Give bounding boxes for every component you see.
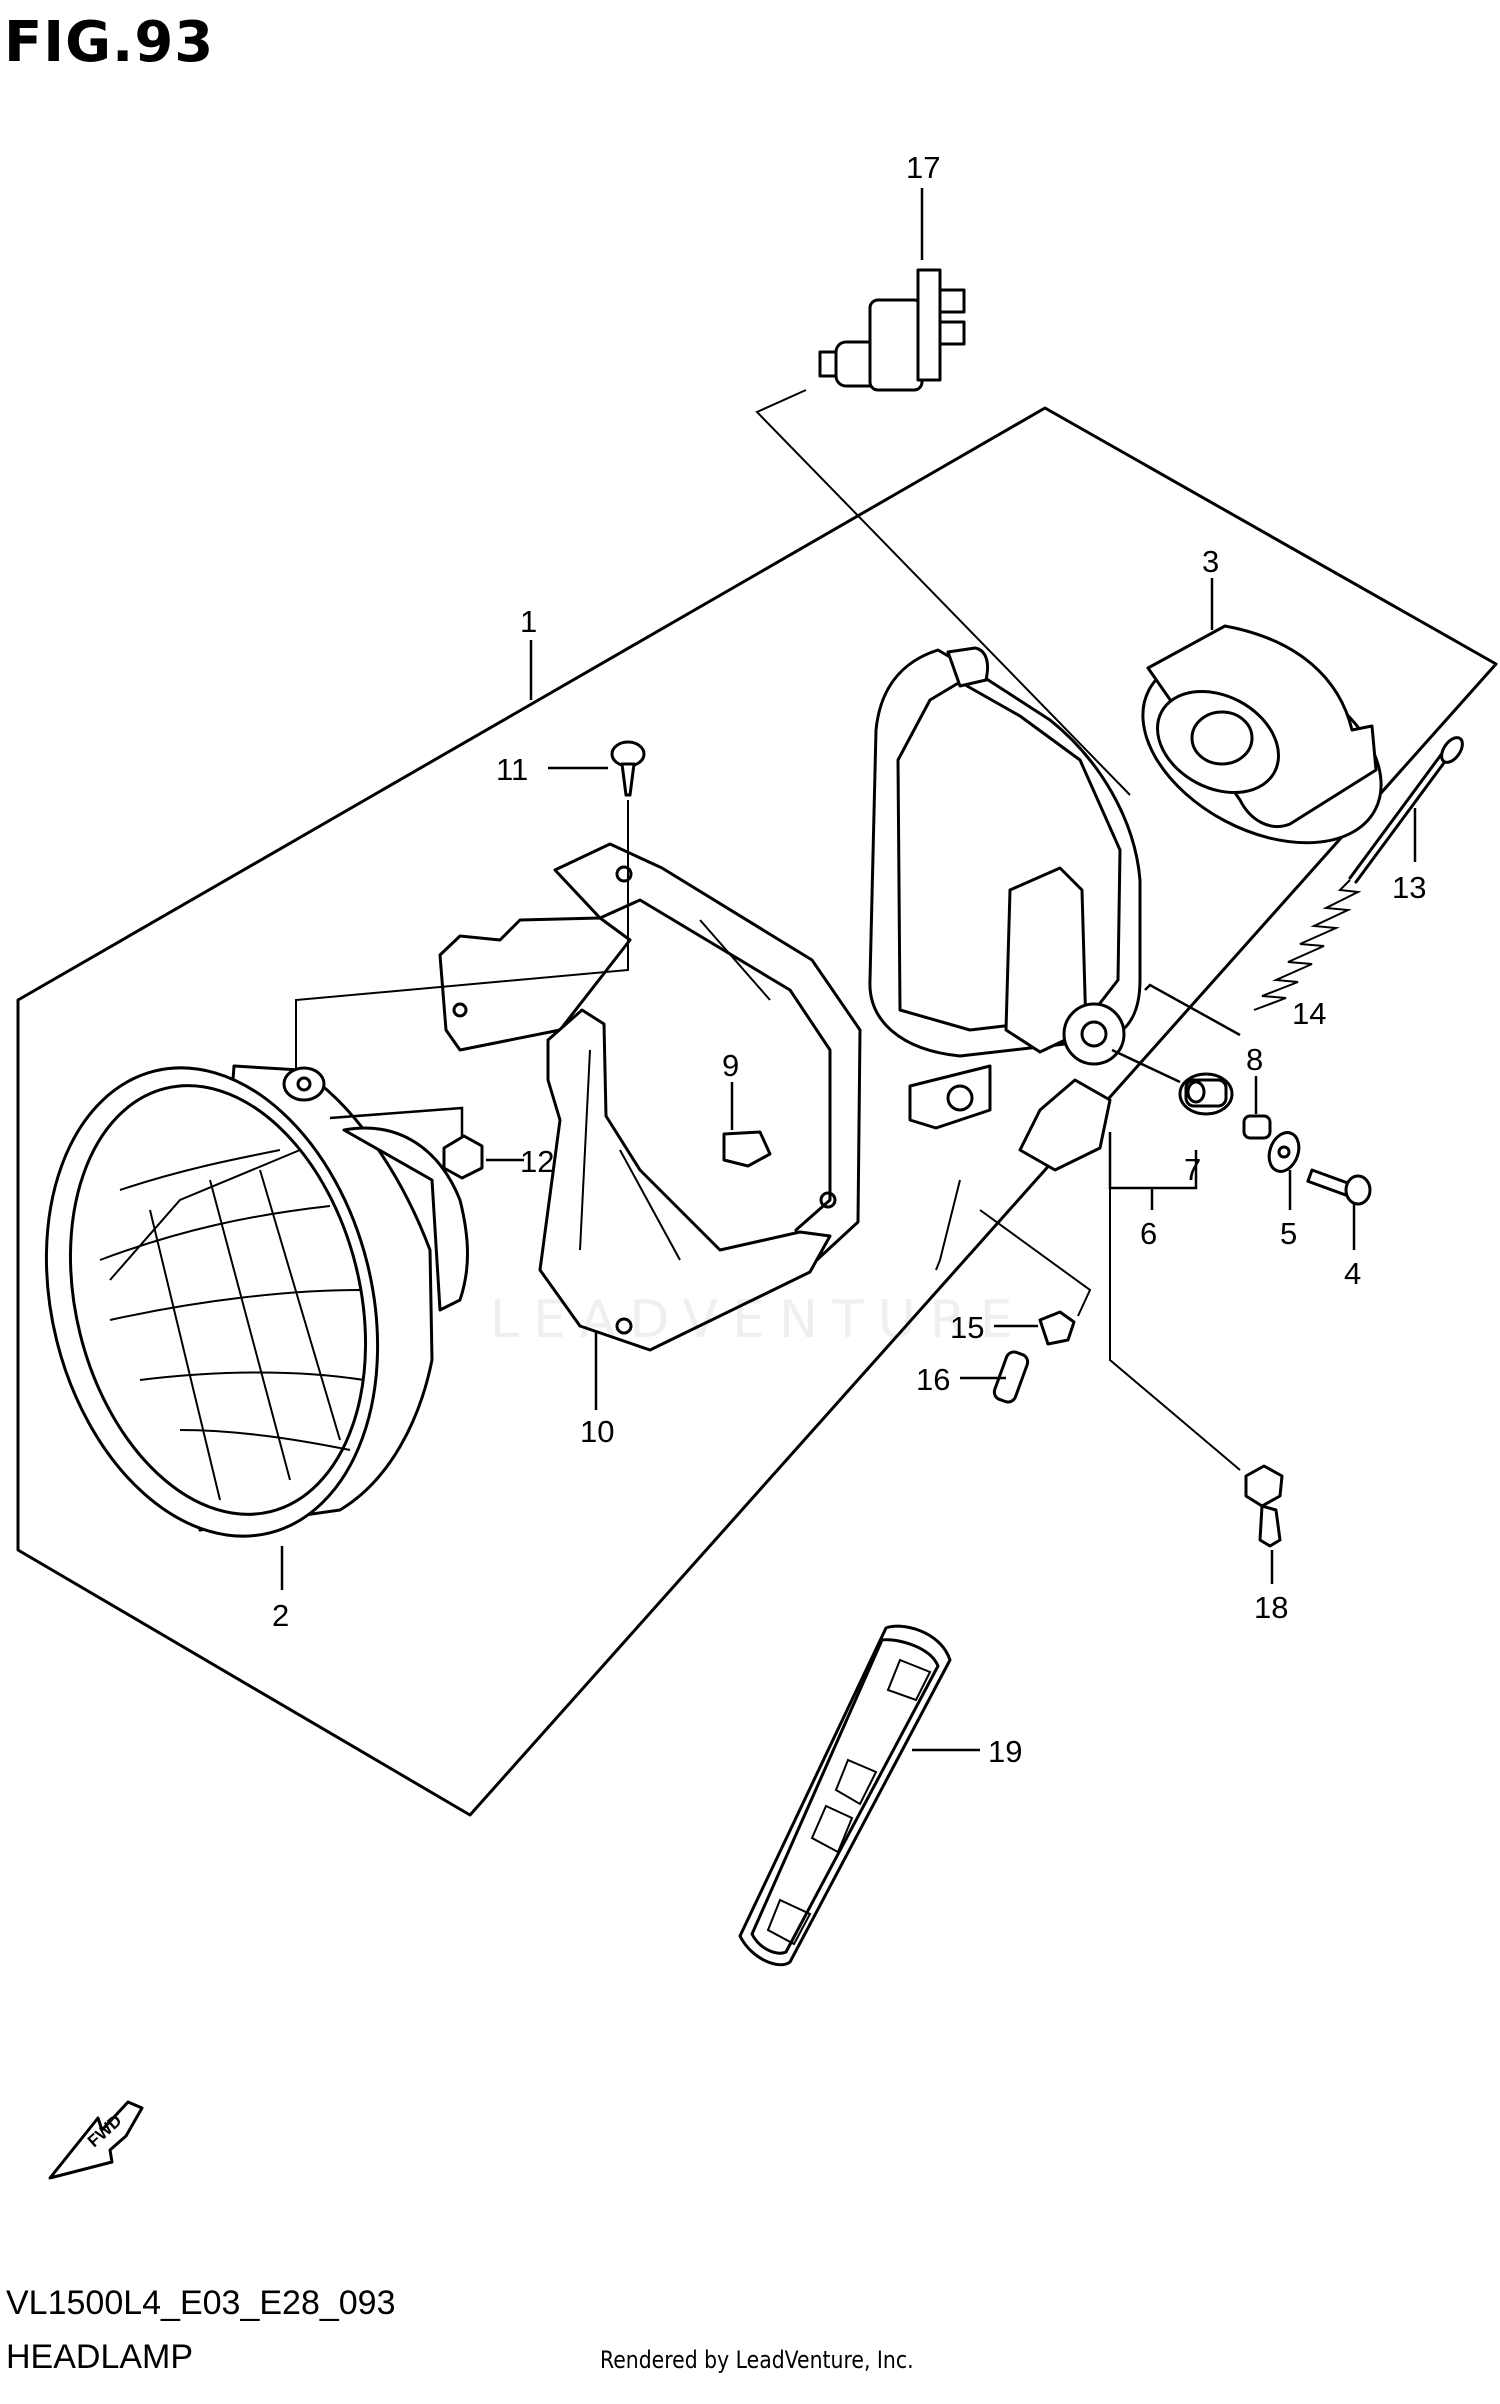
figure-name: HEADLAMP (6, 2338, 194, 2376)
callout-15: 15 (950, 1310, 984, 1345)
callout-13: 13 (1392, 870, 1426, 905)
adjusting-screw (1348, 736, 1464, 884)
callout-2: 2 (272, 1598, 289, 1633)
collar-16 (992, 1350, 1030, 1404)
headlamp-bracket (438, 842, 862, 1352)
leader-14 (1144, 983, 1241, 1037)
leader-bulb-to-reflector (755, 389, 1131, 796)
callout-6: 6 (1140, 1216, 1157, 1251)
leader-bracket-to-lamp (295, 800, 629, 1090)
callout-labels: 1 2 3 4 5 6 7 8 9 10 11 12 13 14 15 16 1… (272, 150, 1426, 1769)
callout-14: 14 (1292, 996, 1326, 1031)
spring (1253, 879, 1362, 1011)
figure-code: VL1500L4_E03_E28_093 (6, 2284, 396, 2322)
cushion-7 (1178, 1072, 1234, 1116)
callout-3: 3 (1202, 544, 1219, 579)
leader-mount-path (935, 1179, 961, 1271)
callout-17: 17 (906, 150, 940, 185)
leader-grommet-path (979, 1209, 1092, 1317)
callout-5: 5 (1280, 1216, 1297, 1251)
headlamp-housing-frame (868, 646, 1142, 1172)
callout-18: 18 (1254, 1590, 1288, 1625)
dust-cover (1141, 624, 1383, 845)
side-reflector (738, 1624, 952, 1967)
callout-1: 1 (520, 604, 537, 639)
washer-5 (1267, 1131, 1301, 1173)
callout-10: 10 (580, 1414, 614, 1449)
callout-7: 7 (1184, 1152, 1201, 1187)
assembly-outline (16, 406, 1498, 1817)
bracket-clip (722, 1130, 772, 1168)
collar-8 (1242, 1114, 1272, 1140)
bolt-18 (1244, 1464, 1284, 1548)
fwd-arrow: FWD (48, 2100, 144, 2180)
rendered-by: Rendered by LeadVenture, Inc. (600, 2346, 914, 2374)
bolt-4 (1306, 1168, 1372, 1206)
nut-12 (442, 1134, 484, 1180)
callout-12: 12 (520, 1144, 554, 1179)
leader-to-7 (1111, 1048, 1181, 1084)
watermark: LEADVENTURE (490, 1290, 1027, 1350)
callout-19: 19 (988, 1734, 1022, 1769)
headlamp-bulb (818, 268, 966, 392)
headlamp-unit (44, 1064, 469, 1538)
callout-16: 16 (916, 1362, 950, 1397)
callout-11: 11 (496, 752, 528, 787)
leader-12 (329, 1106, 464, 1136)
callout-9: 9 (722, 1048, 739, 1083)
callout-8: 8 (1246, 1042, 1263, 1077)
grommet-15 (1038, 1310, 1076, 1346)
leader-18-path (1109, 1160, 1241, 1471)
screw-11 (610, 740, 646, 797)
callout-4: 4 (1344, 1256, 1361, 1291)
figure-title: FIG.93 (4, 10, 215, 75)
